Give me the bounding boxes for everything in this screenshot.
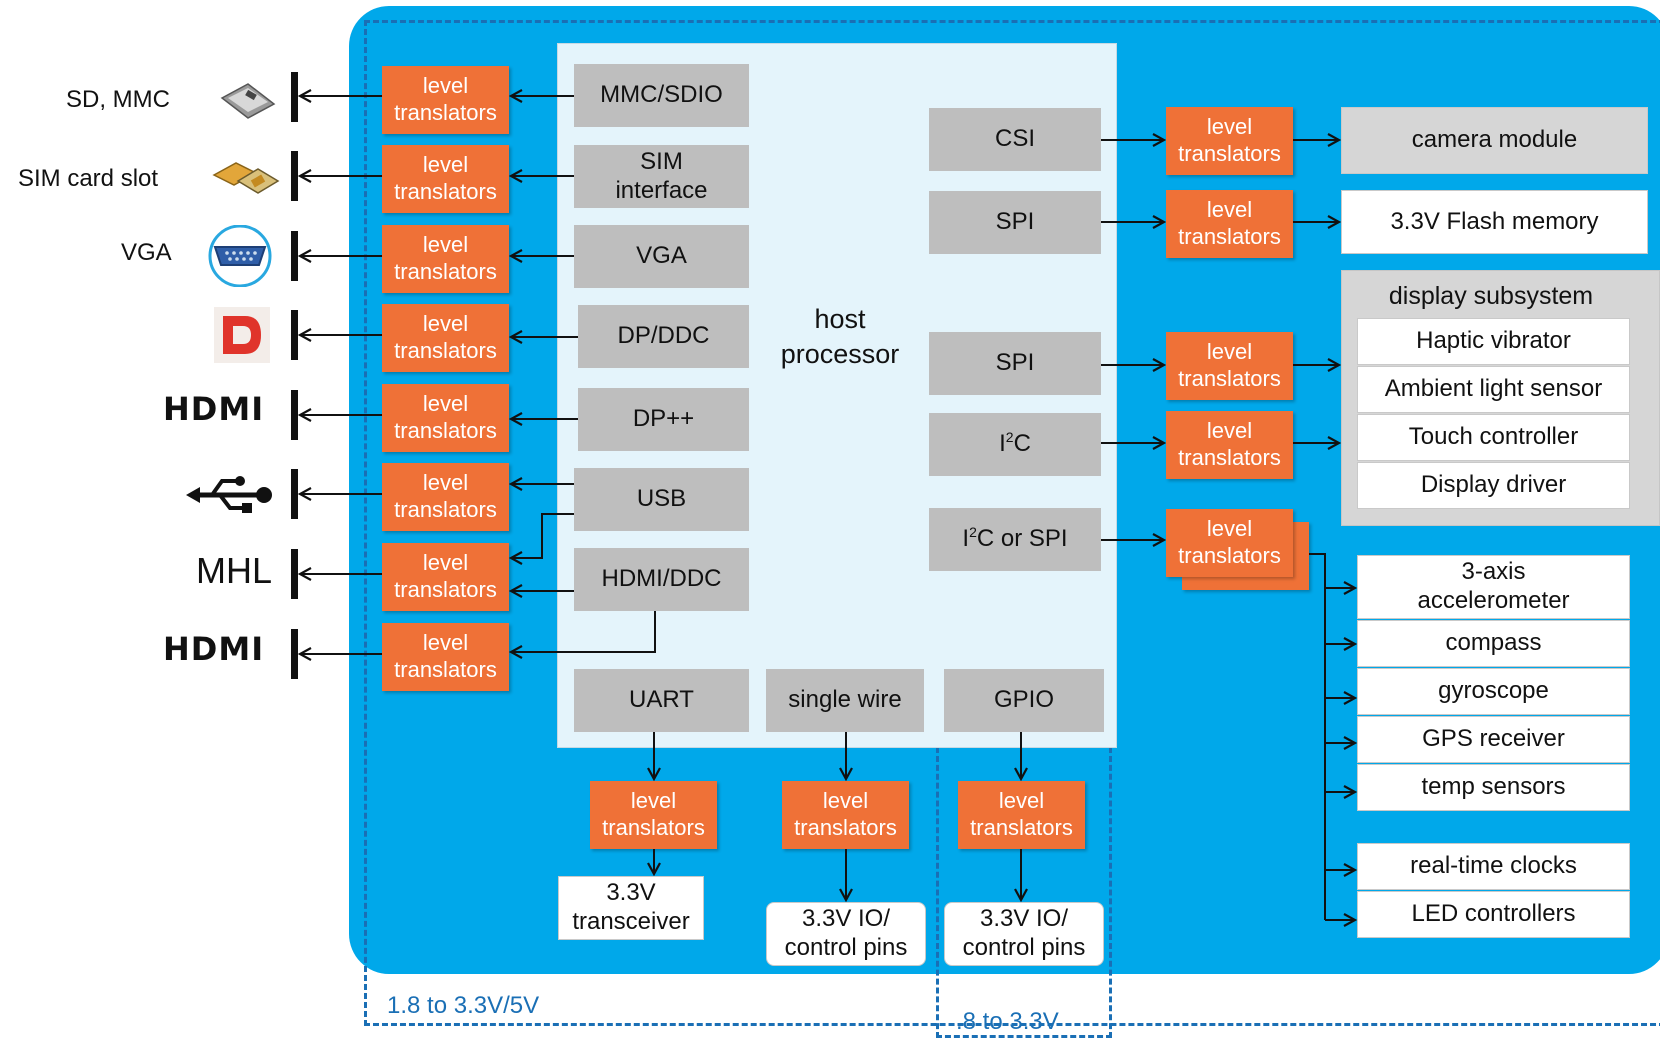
single-wire-interface: single wire <box>766 669 924 732</box>
csi-interface: CSI <box>929 108 1101 171</box>
vga-interface: VGA <box>574 225 749 288</box>
displayport-logo-icon <box>213 306 271 364</box>
misc-item: real-time clocks <box>1357 843 1630 890</box>
usb-interface: USB <box>574 468 749 531</box>
display-subsystem-title: display subsystem <box>1388 282 1594 310</box>
connector-bar <box>291 469 298 519</box>
connector-bar <box>291 629 298 679</box>
connector-bar <box>291 231 298 281</box>
connector-bar <box>291 310 298 360</box>
connector-bar <box>291 151 298 201</box>
connector-bar <box>291 390 298 440</box>
hdmi-logo-icon: HDMI <box>163 630 265 668</box>
i2c-or-spi-interface: I2C or SPI <box>929 508 1101 571</box>
io-control-pins-box: 3.3V IO/control pins <box>766 902 926 966</box>
sensor-item: gyroscope <box>1357 668 1630 715</box>
camera-module-box: camera module <box>1341 107 1648 174</box>
sensor-item: 3-axis accelerometer <box>1357 555 1630 619</box>
spi-flash-interface: SPI <box>929 191 1101 254</box>
sim-card-icon <box>212 157 280 199</box>
gpio-voltage-label: .8 to 3.3V <box>956 1008 1059 1035</box>
connector-bar <box>291 72 298 122</box>
host-processor-label: host processor <box>780 304 900 370</box>
gpio-interface: GPIO <box>944 669 1104 732</box>
connector-bar <box>291 549 298 599</box>
mmc-sdio-interface: MMC/SDIO <box>574 64 749 127</box>
uart-interface: UART <box>574 669 749 732</box>
sensor-item: temp sensors <box>1357 764 1630 811</box>
gpio-io-control-pins-box: 3.3V IO/control pins <box>944 902 1104 966</box>
display-item: Ambient light sensor <box>1357 366 1630 413</box>
flash-memory-box: 3.3V Flash memory <box>1341 190 1648 254</box>
hdmi-ddc-interface: HDMI/DDC <box>574 548 749 611</box>
sd-card-icon <box>218 80 278 120</box>
port-label-mhl: MHL <box>196 550 273 591</box>
display-item: Display driver <box>1357 462 1630 509</box>
hdmi-logo-icon: HDMI <box>163 390 265 428</box>
sensor-item: GPS receiver <box>1357 716 1630 763</box>
sensor-item: compass <box>1357 620 1630 667</box>
i2c-interface: I2C <box>929 413 1101 476</box>
port-label-sd: SD, MMC <box>66 86 170 113</box>
vga-connector-icon <box>207 224 273 288</box>
port-label-vga: VGA <box>121 239 172 266</box>
main-voltage-label: 1.8 to 3.3V/5V <box>387 992 540 1019</box>
misc-item: LED controllers <box>1357 891 1630 938</box>
port-label-sim: SIM card slot <box>18 165 159 192</box>
usb-symbol-icon <box>186 475 276 515</box>
display-item: Haptic vibrator <box>1357 318 1630 365</box>
main-voltage-domain-outline <box>364 20 1660 1026</box>
spi-display-interface: SPI <box>929 332 1101 395</box>
display-item: Touch controller <box>1357 414 1630 461</box>
dp-ddc-interface: DP/DDC <box>578 305 749 368</box>
dp-plus-plus-interface: DP++ <box>578 388 749 451</box>
